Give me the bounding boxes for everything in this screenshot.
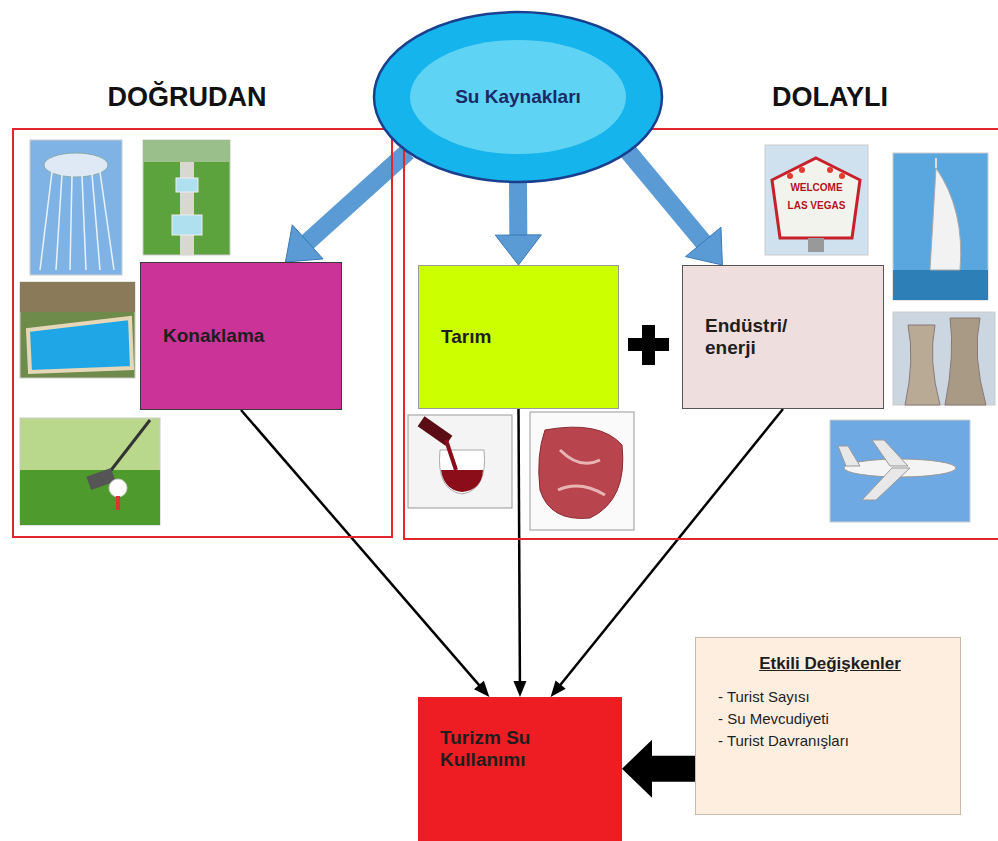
variables-box: Etkili Değişkenler - Turist Sayısı - Su Me… xyxy=(695,637,961,815)
node-label: Tarım xyxy=(441,326,491,348)
list-item: - Turist Davranışları xyxy=(718,732,942,749)
node-label: Konaklama xyxy=(163,325,264,347)
category-box: Endüstri/ enerji xyxy=(682,265,884,409)
node-label: Turizm Su Kullanımı xyxy=(440,727,575,771)
category-box: Tarım xyxy=(418,265,619,409)
influence-arrow xyxy=(622,740,695,798)
region-heading: DOĞRUDAN xyxy=(57,82,317,113)
connector-arrow xyxy=(513,409,526,697)
region-frame: DOLAYLITarımEndüstri/ enerji xyxy=(403,128,998,540)
sign-text: LAS VEGAS xyxy=(770,200,863,211)
sign-text: WELCOME xyxy=(770,182,863,193)
node-label: Endüstri/ enerji xyxy=(705,315,815,359)
box-heading: Etkili Değişkenler xyxy=(718,654,942,674)
flow-arrow xyxy=(628,152,722,265)
list-item: - Turist Sayısı xyxy=(718,688,942,705)
result-box: Turizm Su Kullanımı xyxy=(418,697,622,841)
region-heading: DOLAYLI xyxy=(730,82,930,113)
node-label: Su Kaynakları xyxy=(455,86,581,108)
list-item: - Su Mevcudiyeti xyxy=(718,710,942,727)
category-box: Konaklama xyxy=(140,262,342,410)
flow-arrow xyxy=(495,182,541,265)
flow-arrow xyxy=(285,152,407,262)
region-frame: DOĞRUDANKonaklama xyxy=(12,128,393,538)
source-ellipse: Su Kaynakları xyxy=(372,10,664,184)
connector-arrow xyxy=(241,410,489,697)
